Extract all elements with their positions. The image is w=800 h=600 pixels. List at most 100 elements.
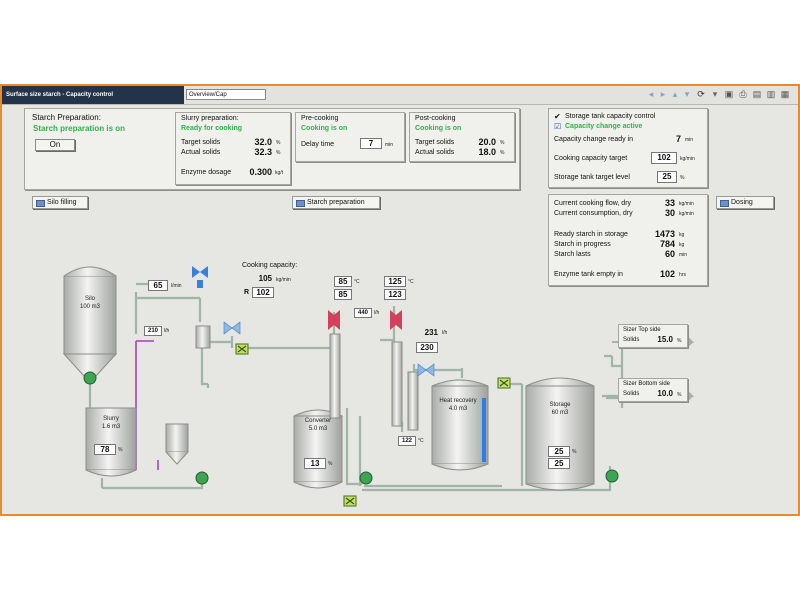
starch-preparation-group: Starch Preparation: Starch preparation i…: [24, 108, 520, 190]
window-icon[interactable]: ▣: [724, 89, 734, 99]
temp2-setpoint[interactable]: 125: [384, 276, 406, 287]
starch-prep-on-button[interactable]: On: [35, 139, 75, 151]
feed-valve-icon[interactable]: [192, 266, 208, 288]
dropdown-icon[interactable]: ▾: [712, 89, 718, 99]
sizer-top-panel: Sizer Top side Solids 15.0 %: [618, 324, 688, 348]
converter-level-value: 13: [304, 458, 326, 469]
checkbox-checked-icon[interactable]: ✔: [554, 112, 561, 121]
slurry-target-solids-label: Target solids: [181, 139, 221, 146]
back-arrow-icon[interactable]: ◂: [648, 89, 654, 99]
flow-row-value: 30: [664, 208, 675, 218]
slurry-level-value: 78: [94, 444, 116, 455]
flow-row-label: Starch in progress: [554, 241, 611, 248]
display-icon: [296, 200, 305, 207]
storage-level-actual: 25: [548, 458, 570, 469]
flow-row-unit: kg: [679, 232, 685, 238]
enzyme-dosage-value[interactable]: 0.300: [249, 167, 272, 177]
cooking-target-value[interactable]: 102: [651, 152, 677, 164]
starch-preparation-button[interactable]: Starch preparation: [292, 196, 380, 209]
cooking-capacity-unit: kg/min: [276, 277, 291, 283]
flash-temp-value: 122: [398, 436, 416, 446]
tank-level-label: Storage tank target level: [554, 174, 630, 181]
valve-icon[interactable]: [235, 343, 249, 355]
tank-level-value[interactable]: 25: [657, 171, 677, 183]
converter-volume: 5.0 m3: [308, 426, 328, 432]
postcooking-status: Cooking is on: [415, 125, 462, 132]
slurry-panel-title: Slurry preparation:: [181, 115, 239, 122]
starch-feed-unit: l/min: [171, 283, 182, 289]
flow-row-unit: kg/min: [679, 211, 694, 217]
post-cooking-panel: Post-cooking Cooking is on Target solids…: [409, 112, 515, 162]
bypass-valve-icon[interactable]: [223, 321, 241, 335]
up-arrow-icon[interactable]: ▴: [672, 89, 678, 99]
flow-row-unit: kg/min: [679, 201, 694, 207]
storage-control-status: Capacity change active: [565, 123, 643, 130]
navigation-combo[interactable]: Overview/Cap: [186, 89, 266, 100]
flow-row-value: 102: [659, 269, 675, 279]
down-arrow-icon[interactable]: ▾: [684, 89, 690, 99]
dosing-button[interactable]: Dosing: [716, 196, 774, 209]
flash-valve-icon[interactable]: [417, 363, 435, 377]
storage-level-unit: %: [572, 449, 577, 455]
storage-level-setpoint[interactable]: 25: [548, 446, 570, 457]
temp1-setpoint[interactable]: 85: [334, 276, 352, 287]
silo-tank: [62, 266, 118, 377]
silo-filling-button[interactable]: Silo filling: [32, 196, 88, 209]
holding-tube: [329, 333, 341, 419]
steam-valve-icon[interactable]: [328, 310, 340, 330]
capacity-ready-label: Capacity change ready in: [554, 136, 633, 143]
cooking-capacity-value: 105: [258, 274, 272, 283]
sizer-top-solids-value: 15.0: [657, 335, 673, 344]
flow-row-label: Current cooking flow, dry: [554, 200, 632, 207]
heat-recovery-tank: [431, 379, 489, 471]
valve-icon[interactable]: [343, 495, 357, 507]
slurry-volume: 1.6 m3: [101, 424, 121, 430]
active-checkbox-icon[interactable]: ☑: [554, 122, 562, 131]
capacity-ready-value: 7: [675, 134, 681, 144]
starch-feed-value[interactable]: 65: [148, 280, 168, 291]
outlet-flow-setpoint[interactable]: 230: [416, 342, 438, 353]
dosing-label: Dosing: [731, 199, 753, 206]
storage-tank: [525, 377, 595, 491]
temp1-actual: 85: [334, 289, 352, 300]
flash-temp-unit: °C: [418, 438, 424, 444]
save-icon[interactable]: ▤: [752, 89, 762, 99]
valve-icon[interactable]: [497, 377, 511, 389]
steam-valve-icon[interactable]: [390, 310, 402, 330]
toolbar: Surface size starch - Capacity control O…: [2, 86, 798, 105]
silo-filling-label: Silo filling: [47, 199, 77, 206]
flow-status-panel: Current cooking flow, dry 33 kg/min Curr…: [548, 194, 708, 286]
slurry-name: Slurry: [103, 416, 119, 422]
storage-capacity-control-panel: ✔ Storage tank capacity control ☑ Capaci…: [548, 108, 708, 188]
silo-volume: 100 m3: [79, 304, 100, 310]
delay-time-value[interactable]: 7: [360, 138, 382, 149]
slurry-target-solids-value[interactable]: 32.0: [254, 137, 272, 147]
postcooking-title: Post-cooking: [415, 115, 456, 122]
hmi-window: Surface size starch - Capacity control O…: [0, 84, 800, 516]
flow-row-unit: hrs: [679, 272, 686, 278]
cooler-column: [407, 371, 419, 431]
silo-outlet-pump-icon[interactable]: [83, 371, 97, 385]
converter-pump-icon[interactable]: [359, 471, 373, 485]
cooking-target-label: Cooking capacity target: [554, 155, 628, 162]
storage-pump-icon[interactable]: [605, 469, 619, 483]
slurry-pump-icon[interactable]: [195, 471, 209, 485]
slurry-actual-solids-unit: %: [276, 150, 281, 156]
cooking-capacity-setpoint[interactable]: 102: [252, 287, 274, 298]
sizer-bottom-panel: Sizer Bottom side Solids 10.0 %: [618, 378, 688, 402]
pre-cooking-panel: Pre-cooking Cooking is on Delay time 7 m…: [295, 112, 405, 162]
precooking-title: Pre-cooking: [301, 115, 339, 122]
post-target-solids-value[interactable]: 20.0: [478, 137, 496, 147]
forward-arrow-icon[interactable]: ▸: [660, 89, 666, 99]
flash-column: [391, 341, 403, 427]
export-icon[interactable]: ▦: [780, 89, 790, 99]
refresh-icon[interactable]: ⟳: [697, 89, 705, 99]
folder-icon[interactable]: ▥: [766, 89, 776, 99]
converter-level-unit: %: [328, 461, 333, 467]
slurry-panel-status: Ready for cooking: [181, 125, 243, 132]
print-icon[interactable]: ⎙: [739, 89, 747, 99]
prep-panel-status: Starch preparation is on: [33, 124, 126, 133]
flow-row-unit: kg: [679, 242, 685, 248]
display-icon: [720, 200, 729, 207]
side-flow-value: 210: [144, 326, 162, 336]
